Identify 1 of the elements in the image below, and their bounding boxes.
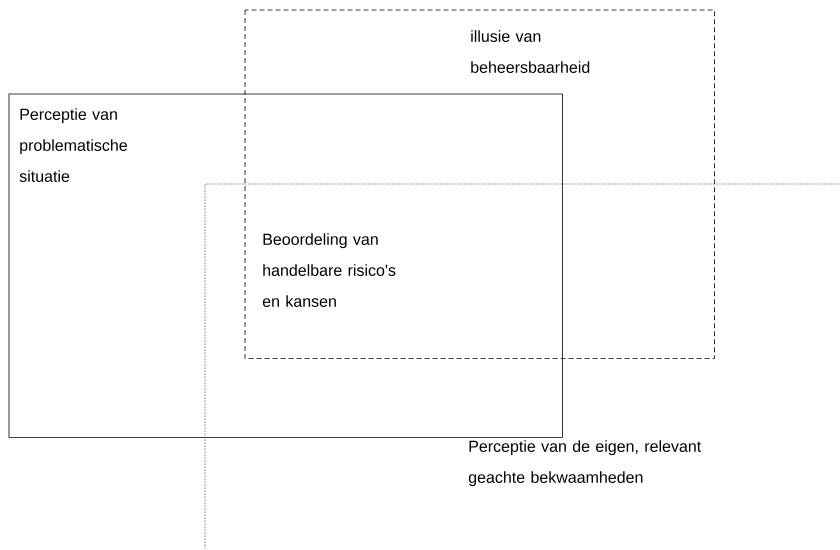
overlap-text: Beoordeling van handelbare risico's en kansen [262,233,396,307]
